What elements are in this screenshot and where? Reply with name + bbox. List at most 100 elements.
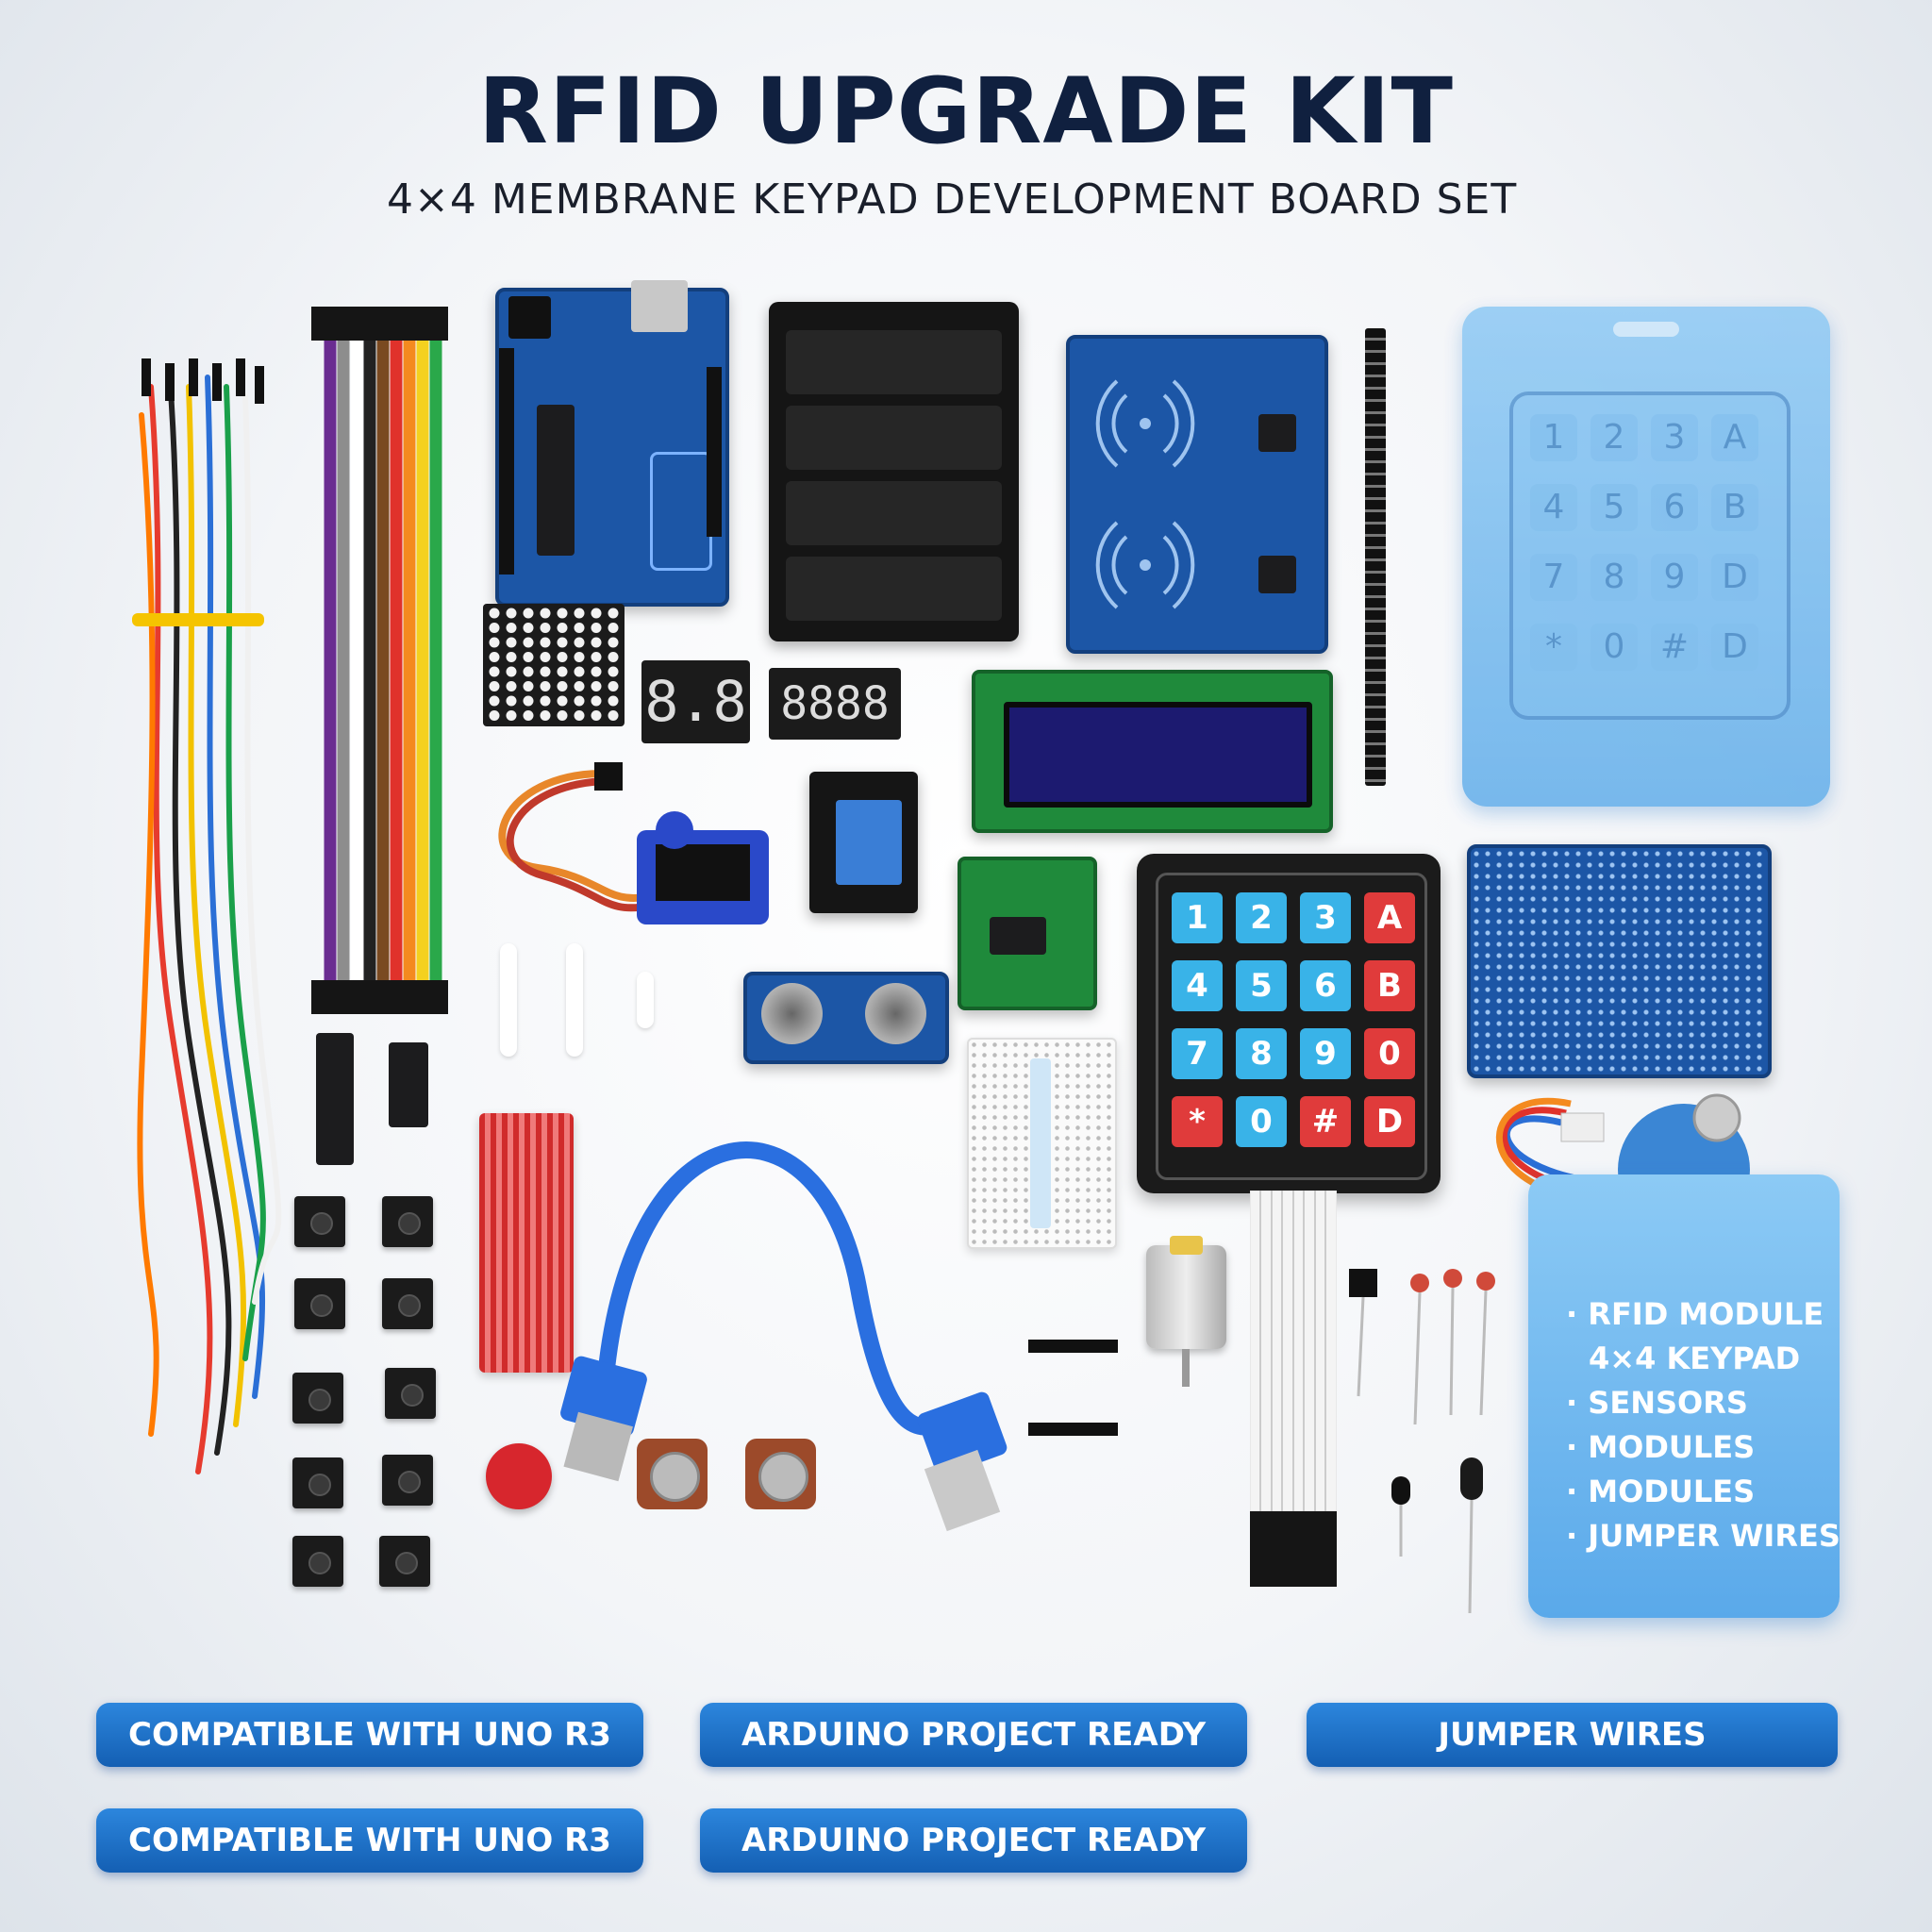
keypad-key: * — [1172, 1096, 1223, 1147]
matrix-dot — [523, 623, 534, 633]
matrix-dot — [557, 681, 568, 691]
feature-item: · MODULES — [1566, 1429, 1756, 1465]
antenna-icon — [1095, 521, 1195, 609]
matrix-dot — [574, 623, 585, 633]
ultrasonic-sensor — [743, 972, 949, 1064]
potentiometer — [637, 1439, 708, 1509]
matrix-dot — [608, 623, 619, 633]
matrix-dot — [489, 637, 500, 648]
small-sensor-components — [1349, 1269, 1495, 1613]
potentiometer — [745, 1439, 816, 1509]
matrix-dot — [557, 695, 568, 707]
led-dot-matrix — [483, 604, 625, 726]
ghost-keypad-key: 7 — [1530, 554, 1577, 601]
ribbon-cable — [311, 307, 448, 1014]
matrix-dot — [489, 710, 500, 721]
servo-horn — [500, 943, 517, 1057]
matrix-dot — [506, 681, 517, 691]
matrix-dot — [574, 710, 585, 721]
matrix-dot — [540, 681, 551, 691]
ghost-keypad-key: * — [1530, 624, 1577, 671]
keypad-key: 3 — [1300, 892, 1351, 943]
keypad-key: 6 — [1300, 960, 1351, 1011]
feature-list-card: · RFID MODULE 4×4 KEYPAD · SENSORS · MOD… — [1528, 1174, 1840, 1618]
matrix-dot — [540, 608, 551, 619]
ic-chip — [389, 1042, 428, 1127]
keypad-key: 4 — [1172, 960, 1223, 1011]
matrix-dot — [591, 652, 602, 662]
badge-arduino-ready: ARDUINO PROJECT READY — [700, 1808, 1247, 1873]
keypad-key: 9 — [1300, 1028, 1351, 1079]
ghost-keypad-key: D — [1711, 554, 1758, 601]
servo-horn — [637, 972, 654, 1028]
stepper-driver-board — [958, 857, 1097, 1010]
matrix-dot — [557, 652, 568, 662]
matrix-dot — [608, 652, 619, 662]
prototype-shield — [1467, 844, 1772, 1078]
keypad-key: 8 — [1236, 1028, 1287, 1079]
matrix-dot — [523, 681, 534, 691]
matrix-dot — [574, 681, 585, 691]
matrix-dot — [506, 623, 517, 633]
matrix-dot — [591, 637, 602, 648]
feature-item: · SENSORS — [1566, 1385, 1748, 1421]
ghost-keypad-key: # — [1651, 624, 1698, 671]
power-jack-icon — [508, 296, 551, 339]
matrix-dot — [574, 608, 585, 619]
keypad-key: B — [1364, 960, 1415, 1011]
keypad-key: 0 — [1236, 1096, 1287, 1147]
relay-module — [809, 772, 918, 913]
matrix-dot — [608, 710, 619, 721]
matrix-dot — [506, 637, 517, 648]
seven-segment-display-2digit: 8.8 — [641, 660, 750, 743]
lcd-1602-display — [972, 670, 1333, 833]
ghost-keypad-key: B — [1711, 484, 1758, 531]
male-header-pins — [1028, 1423, 1118, 1436]
matrix-dot — [557, 608, 568, 619]
usb-cable — [560, 1141, 1008, 1532]
matrix-dot — [557, 710, 568, 721]
usb-port-icon — [631, 280, 688, 332]
ghost-keypad-key: 8 — [1591, 554, 1638, 601]
matrix-dot — [489, 666, 500, 677]
matrix-dot — [608, 637, 619, 648]
servo-motor — [498, 762, 769, 924]
matrix-dot — [591, 666, 602, 677]
ghost-keypad-key: A — [1711, 414, 1758, 461]
matrix-dot — [506, 608, 517, 619]
arduino-uno-board — [495, 280, 729, 607]
keypad-ribbon-cable — [1250, 1191, 1337, 1587]
matrix-dot — [540, 652, 551, 662]
feature-item: · JUMPER WIRES — [1566, 1518, 1840, 1554]
matrix-dot — [557, 623, 568, 633]
matrix-dot — [506, 652, 517, 662]
ic-chip — [316, 1033, 354, 1165]
badge-jumper-wires: JUMPER WIRES — [1307, 1703, 1838, 1767]
matrix-dot — [540, 623, 551, 633]
matrix-dot — [489, 652, 500, 662]
antenna-icon — [1095, 379, 1195, 468]
matrix-dot — [557, 637, 568, 648]
matrix-dot — [523, 608, 534, 619]
keypad-key: 5 — [1236, 960, 1287, 1011]
water-level-sensor — [479, 1113, 574, 1373]
page-subtitle: 4×4 MEMBRANE KEYPAD DEVELOPMENT BOARD SE… — [387, 175, 1518, 224]
matrix-dot — [591, 710, 602, 721]
jumper-wire-bundle — [132, 358, 282, 1474]
matrix-dot — [574, 695, 585, 707]
matrix-dot — [591, 623, 602, 633]
matrix-dot — [591, 681, 602, 691]
push-button-set — [283, 1189, 453, 1604]
ghost-keypad-key: 5 — [1591, 484, 1638, 531]
matrix-dot — [608, 681, 619, 691]
ghost-keypad-key: 0 — [1591, 624, 1638, 671]
page-title: RFID UPGRADE KIT — [478, 58, 1454, 164]
badge-compatible-uno: COMPATIBLE WITH UNO R3 — [96, 1703, 643, 1767]
matrix-dot — [523, 652, 534, 662]
matrix-dot — [489, 608, 500, 619]
ghost-keypad-key: 1 — [1530, 414, 1577, 461]
keypad-key: A — [1364, 892, 1415, 943]
matrix-dot — [489, 681, 500, 691]
